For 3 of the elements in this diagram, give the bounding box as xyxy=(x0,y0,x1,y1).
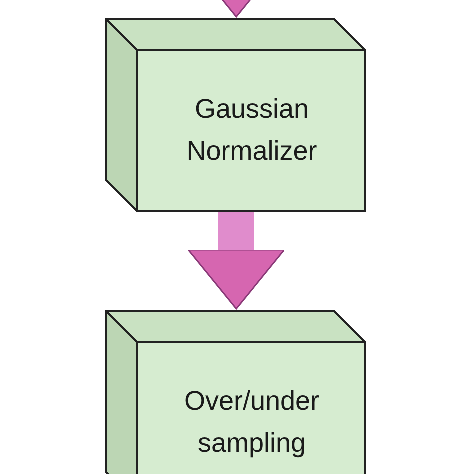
block-arrow xyxy=(188,212,286,310)
box-label: Over/under sampling xyxy=(183,385,321,460)
box-label: Gaussian Normalizer xyxy=(186,93,318,168)
